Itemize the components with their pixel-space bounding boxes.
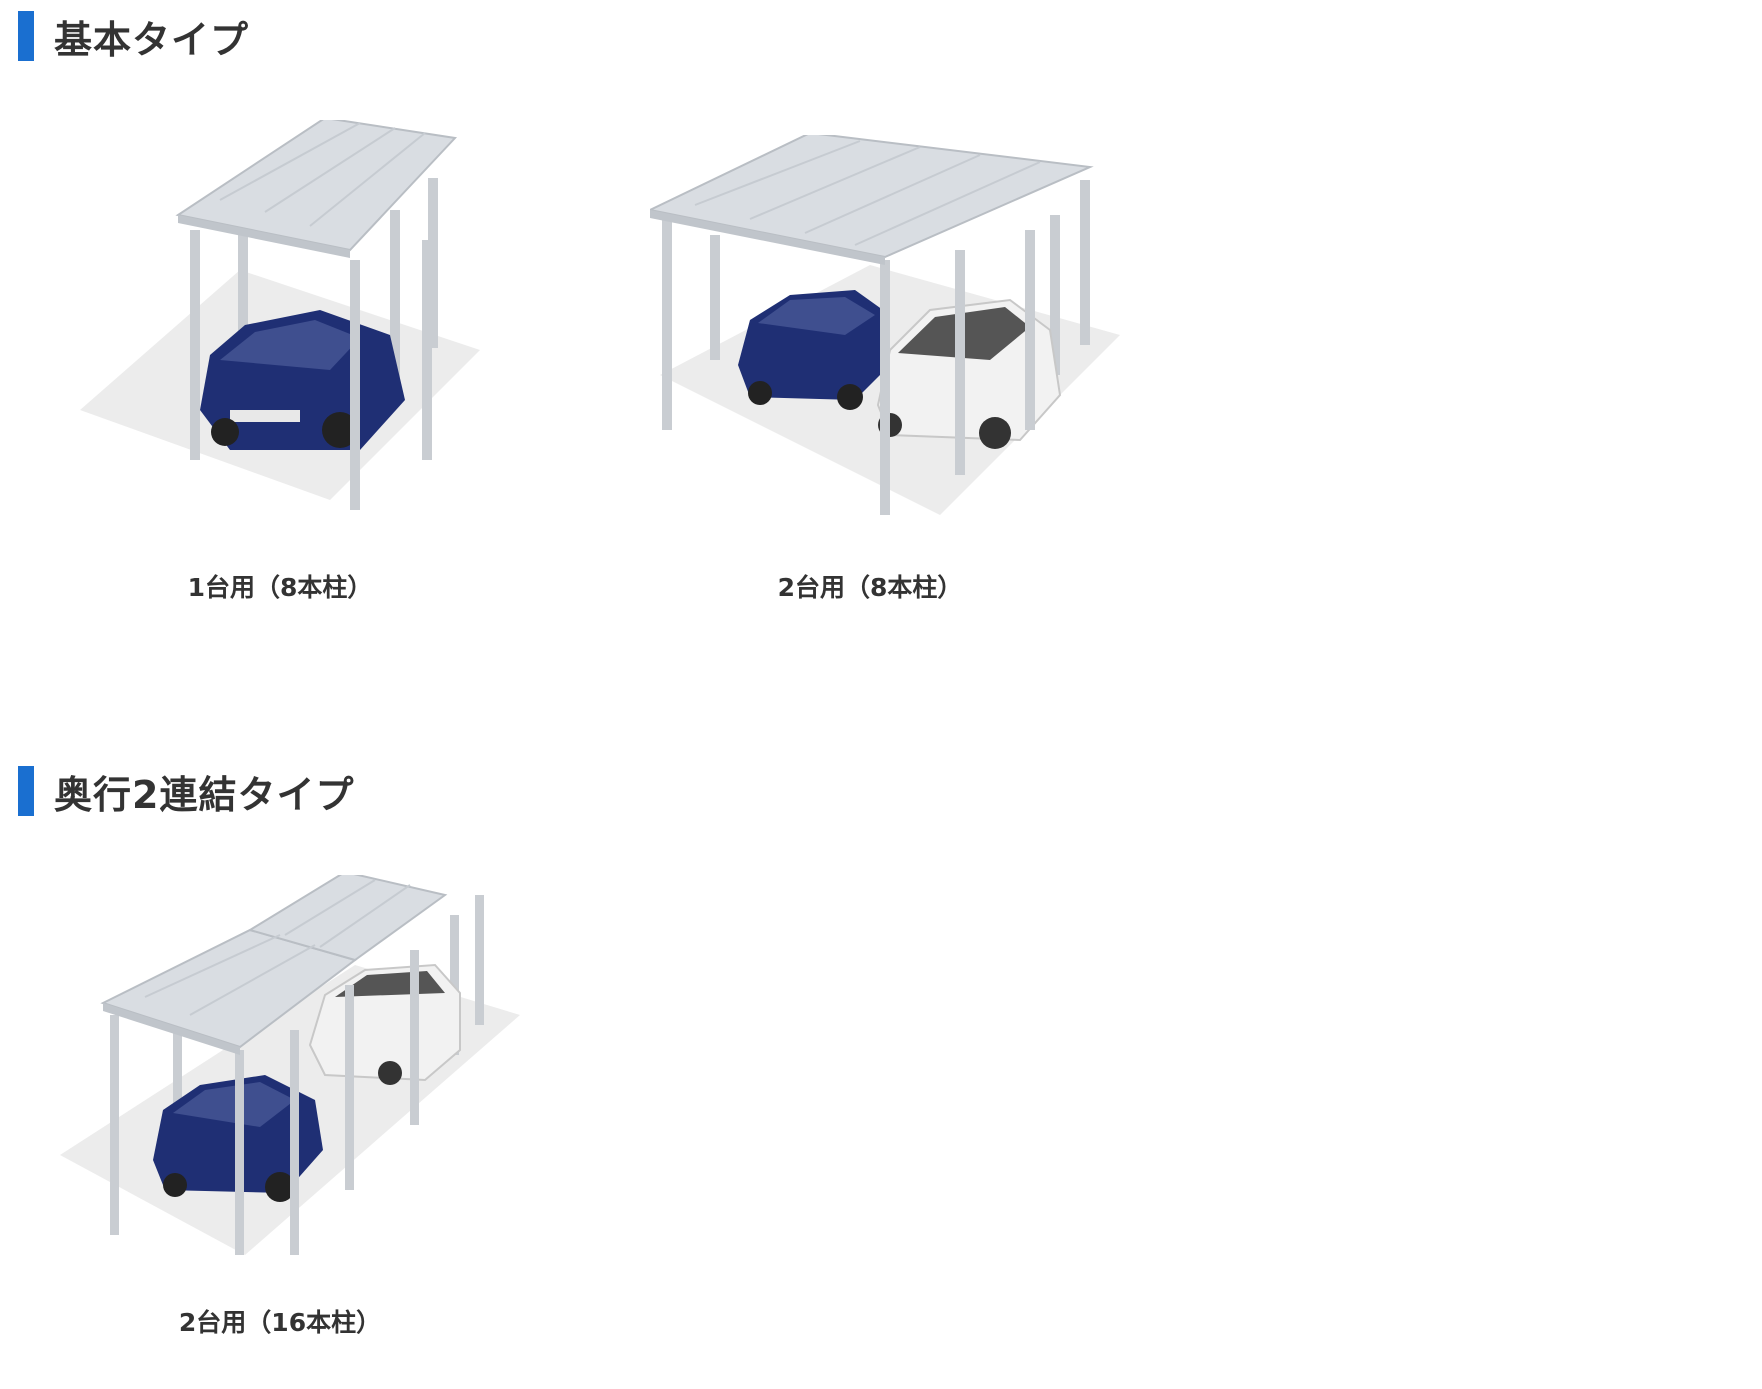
heading-accent-bar <box>18 766 34 816</box>
carport-tandem-image <box>60 875 520 1255</box>
product-card-tandem-2-car[interactable]: 2台用（16本柱） <box>55 875 615 1355</box>
product-caption: 1台用（8本柱） <box>187 573 373 602</box>
section-heading-tandem: 奥行2連結タイプ <box>18 766 355 817</box>
product-card-1-car[interactable]: 1台用（8本柱） <box>60 120 620 620</box>
product-caption: 2台用（8本柱） <box>777 573 963 602</box>
product-caption: 2台用（16本柱） <box>178 1308 382 1337</box>
heading-accent-bar <box>18 11 34 61</box>
section-heading-basic: 基本タイプ <box>18 11 250 62</box>
section-title: 奥行2連結タイプ <box>54 772 355 817</box>
carport-1-car-image <box>80 120 480 510</box>
carport-2-car-image <box>650 135 1120 515</box>
product-card-2-car[interactable]: 2台用（8本柱） <box>650 135 1210 620</box>
section-title: 基本タイプ <box>54 17 250 62</box>
